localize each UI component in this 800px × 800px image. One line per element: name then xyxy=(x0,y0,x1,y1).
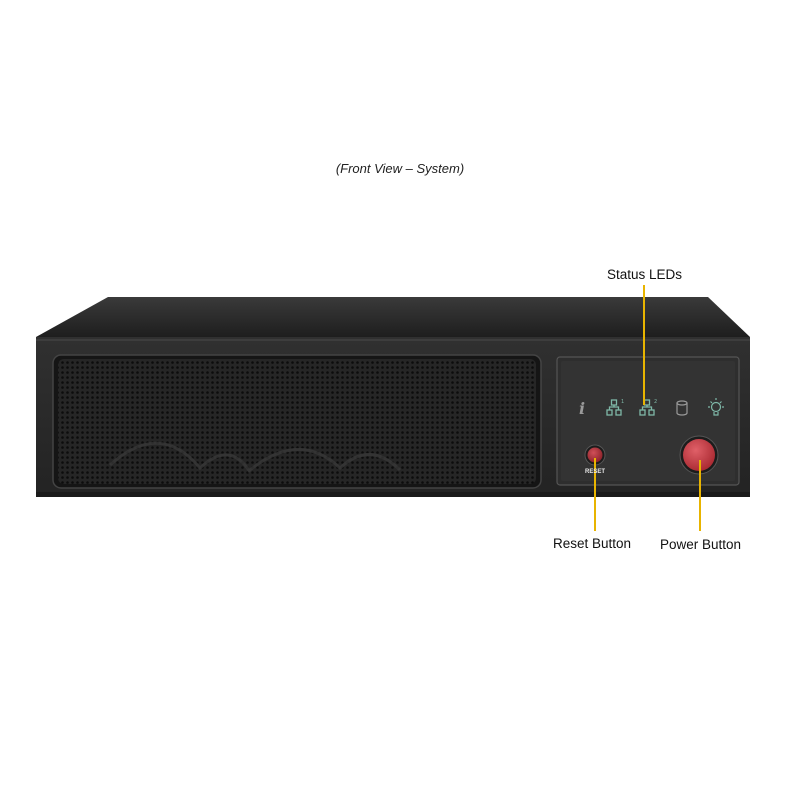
fan-shadow-left xyxy=(108,441,252,473)
info-icon: i xyxy=(579,399,585,418)
status-leds: i 1 2 xyxy=(579,398,724,418)
lan1-icon: 1 xyxy=(606,399,624,416)
status-leds-label: Status LEDs xyxy=(607,267,683,282)
hdd-icon xyxy=(676,400,688,416)
reset-button-label: Reset Button xyxy=(553,536,632,551)
chassis-bottom-edge xyxy=(36,492,750,497)
figure-caption: (Front View – System) xyxy=(335,161,465,176)
power-button-label: Power Button xyxy=(660,537,742,552)
power-led-icon xyxy=(708,398,724,416)
reset-label: RESET xyxy=(584,469,605,475)
svg-text:2: 2 xyxy=(654,399,657,405)
fan-shadow-right xyxy=(249,448,402,472)
power-button[interactable] xyxy=(679,435,719,475)
svg-text:1: 1 xyxy=(621,399,624,405)
chassis-top xyxy=(36,297,750,337)
reset-button[interactable] xyxy=(584,444,606,466)
callout-lines xyxy=(594,285,701,531)
fan-grille xyxy=(52,354,542,489)
